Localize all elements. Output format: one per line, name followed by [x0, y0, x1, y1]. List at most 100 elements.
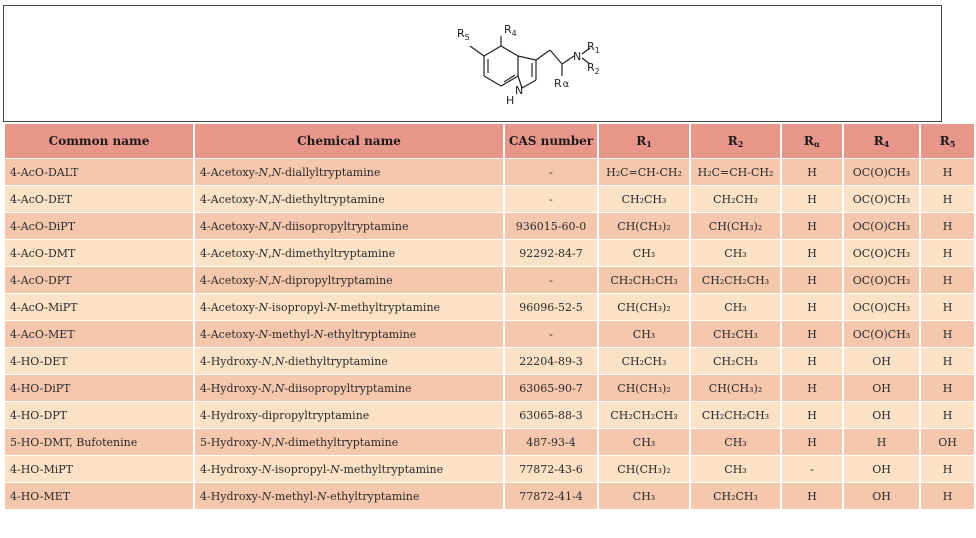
cas-number-cell: 92292-84-7: [505, 240, 597, 266]
header-r1: R1: [599, 124, 689, 158]
r1-cell: H₂C=CH-CH₂: [599, 159, 689, 185]
chemical-name-part: N: [330, 462, 340, 476]
chemical-name-part: N: [271, 192, 282, 206]
chemical-name-part: N: [258, 273, 269, 287]
r2-cell: CH₃: [691, 429, 780, 455]
common-name-cell: 4-HO-DET: [5, 348, 193, 374]
r1-label: R1: [587, 40, 600, 55]
r4-cell: OH: [844, 348, 919, 374]
r2-cell: H₂C=CH-CH₂: [691, 159, 780, 185]
r2-label: R2: [587, 61, 600, 76]
chemical-name-part: N: [258, 219, 269, 233]
indole-h-label: H: [506, 94, 514, 107]
r5-cell: H: [921, 348, 974, 374]
common-name-cell: 4-HO-MiPT: [5, 456, 193, 482]
chemical-name-cell: 4-Acetoxy-N-isopropyl-N-methyltryptamine: [195, 294, 503, 320]
chemical-name-part: N: [261, 462, 272, 476]
chemical-name-cell: 5-Hydroxy-N,N-dimethyltryptamine: [195, 429, 503, 455]
chemical-name-part: 4-Acetoxy-: [200, 219, 259, 233]
r5-cell: H: [921, 375, 974, 401]
chemical-name-part: N: [271, 273, 282, 287]
chemical-name-part: -ethyltryptamine: [323, 327, 417, 341]
chemical-name-cell: 4-Hydroxy-N-methyl-N-ethyltryptamine: [195, 483, 503, 509]
common-name-cell: 4-AcO-MiPT: [5, 294, 193, 320]
chemical-name-cell: 4-Acetoxy-N,N-diallyltryptamine: [195, 159, 503, 185]
chemical-name-part: -dipropyltryptamine: [281, 273, 393, 287]
r1-cell: CH₃: [599, 240, 689, 266]
r-alpha-cell: -: [782, 456, 842, 482]
chemical-name-part: ,: [271, 381, 275, 395]
chemical-name-part: 4-Acetoxy-: [200, 300, 259, 314]
r2-cell: CH₂CH₃: [691, 483, 780, 509]
r-alpha-label: Rα: [554, 77, 570, 90]
chemical-name-part: 5-Hydroxy-: [200, 435, 262, 449]
r4-cell: H: [844, 429, 919, 455]
cas-number-cell: -: [505, 186, 597, 212]
chemical-name-part: 4-Hydroxy-: [200, 354, 262, 368]
chemical-name-part: 4-Hydroxy-: [200, 381, 262, 395]
chemical-name-part: 4-Hydroxy-dipropyltryptamine: [200, 408, 370, 422]
chemical-name-part: -dimethyltryptamine: [284, 435, 399, 449]
cas-number-cell: 77872-43-6: [505, 456, 597, 482]
r2-cell: CH(CH₃)₂: [691, 375, 780, 401]
cas-number-cell: -: [505, 159, 597, 185]
r-alpha-cell: H: [782, 375, 842, 401]
chemical-name-part: N: [261, 354, 272, 368]
chemical-name-part: -methyl-: [271, 489, 317, 503]
cas-number-cell: 63065-90-7: [505, 375, 597, 401]
r5-cell: H: [921, 213, 974, 239]
chemical-name-part: N: [274, 381, 285, 395]
document-page: R5 R4 N R1 R2 N H Rα Common name Chemica…: [3, 5, 974, 530]
cas-number-cell: 22204-89-3: [505, 348, 597, 374]
chemical-name-cell: 4-Acetoxy-N,N-diethyltryptamine: [195, 186, 503, 212]
r5-cell: H: [921, 456, 974, 482]
r5-label: R5: [457, 27, 470, 42]
header-r5: R5: [921, 124, 974, 158]
r4-cell: OC(O)CH₃: [844, 321, 919, 347]
chemical-name-part: ,: [271, 435, 275, 449]
chemical-name-cell: 4-Hydroxy-N,N-diethyltryptamine: [195, 348, 503, 374]
common-name-cell: 4-HO-DPT: [5, 402, 193, 428]
chemical-name-part: -diallyltryptamine: [281, 165, 381, 179]
chemical-name-part: ,: [268, 192, 272, 206]
r4-cell: OH: [844, 456, 919, 482]
chemical-name-part: ,: [268, 273, 272, 287]
amine-n-label: N: [573, 50, 581, 63]
r-alpha-cell: H: [782, 348, 842, 374]
r2-cell: CH₃: [691, 294, 780, 320]
chemical-name-part: N: [271, 246, 282, 260]
r4-label: R4: [504, 23, 517, 38]
chemical-name-part: 4-Acetoxy-: [200, 327, 259, 341]
common-name-cell: 4-AcO-MET: [5, 321, 193, 347]
r-alpha-cell: H: [782, 483, 842, 509]
chemical-name-part: N: [258, 246, 269, 260]
cas-number-cell: -: [505, 321, 597, 347]
cas-number-cell: 936015-60-0: [505, 213, 597, 239]
chemical-name-cell: 4-Acetoxy-N-methyl-N-ethyltryptamine: [195, 321, 503, 347]
chemical-name-part: N: [258, 192, 269, 206]
header-cas-number: CAS number: [505, 124, 597, 158]
common-name-cell: 4-HO-MET: [5, 483, 193, 509]
r5-cell: H: [921, 294, 974, 320]
chemical-name-part: -isopropyl-: [271, 462, 331, 476]
r-alpha-cell: H: [782, 402, 842, 428]
chemical-name-cell: 4-Hydroxy-dipropyltryptamine: [195, 402, 503, 428]
r-alpha-cell: H: [782, 213, 842, 239]
r5-cell: H: [921, 321, 974, 347]
cas-number-cell: -: [505, 267, 597, 293]
chemical-name-cell: 4-Acetoxy-N,N-dimethyltryptamine: [195, 240, 503, 266]
r-alpha-cell: H: [782, 429, 842, 455]
common-name-cell: 4-AcO-DALT: [5, 159, 193, 185]
r-alpha-cell: H: [782, 186, 842, 212]
chemical-name-part: N: [261, 381, 272, 395]
common-name-cell: 4-HO-DiPT: [5, 375, 193, 401]
cas-number-cell: 487-93-4: [505, 429, 597, 455]
chemical-name-cell: 4-Hydroxy-N-isopropyl-N-methyltryptamine: [195, 456, 503, 482]
chemical-name-part: N: [327, 300, 337, 314]
